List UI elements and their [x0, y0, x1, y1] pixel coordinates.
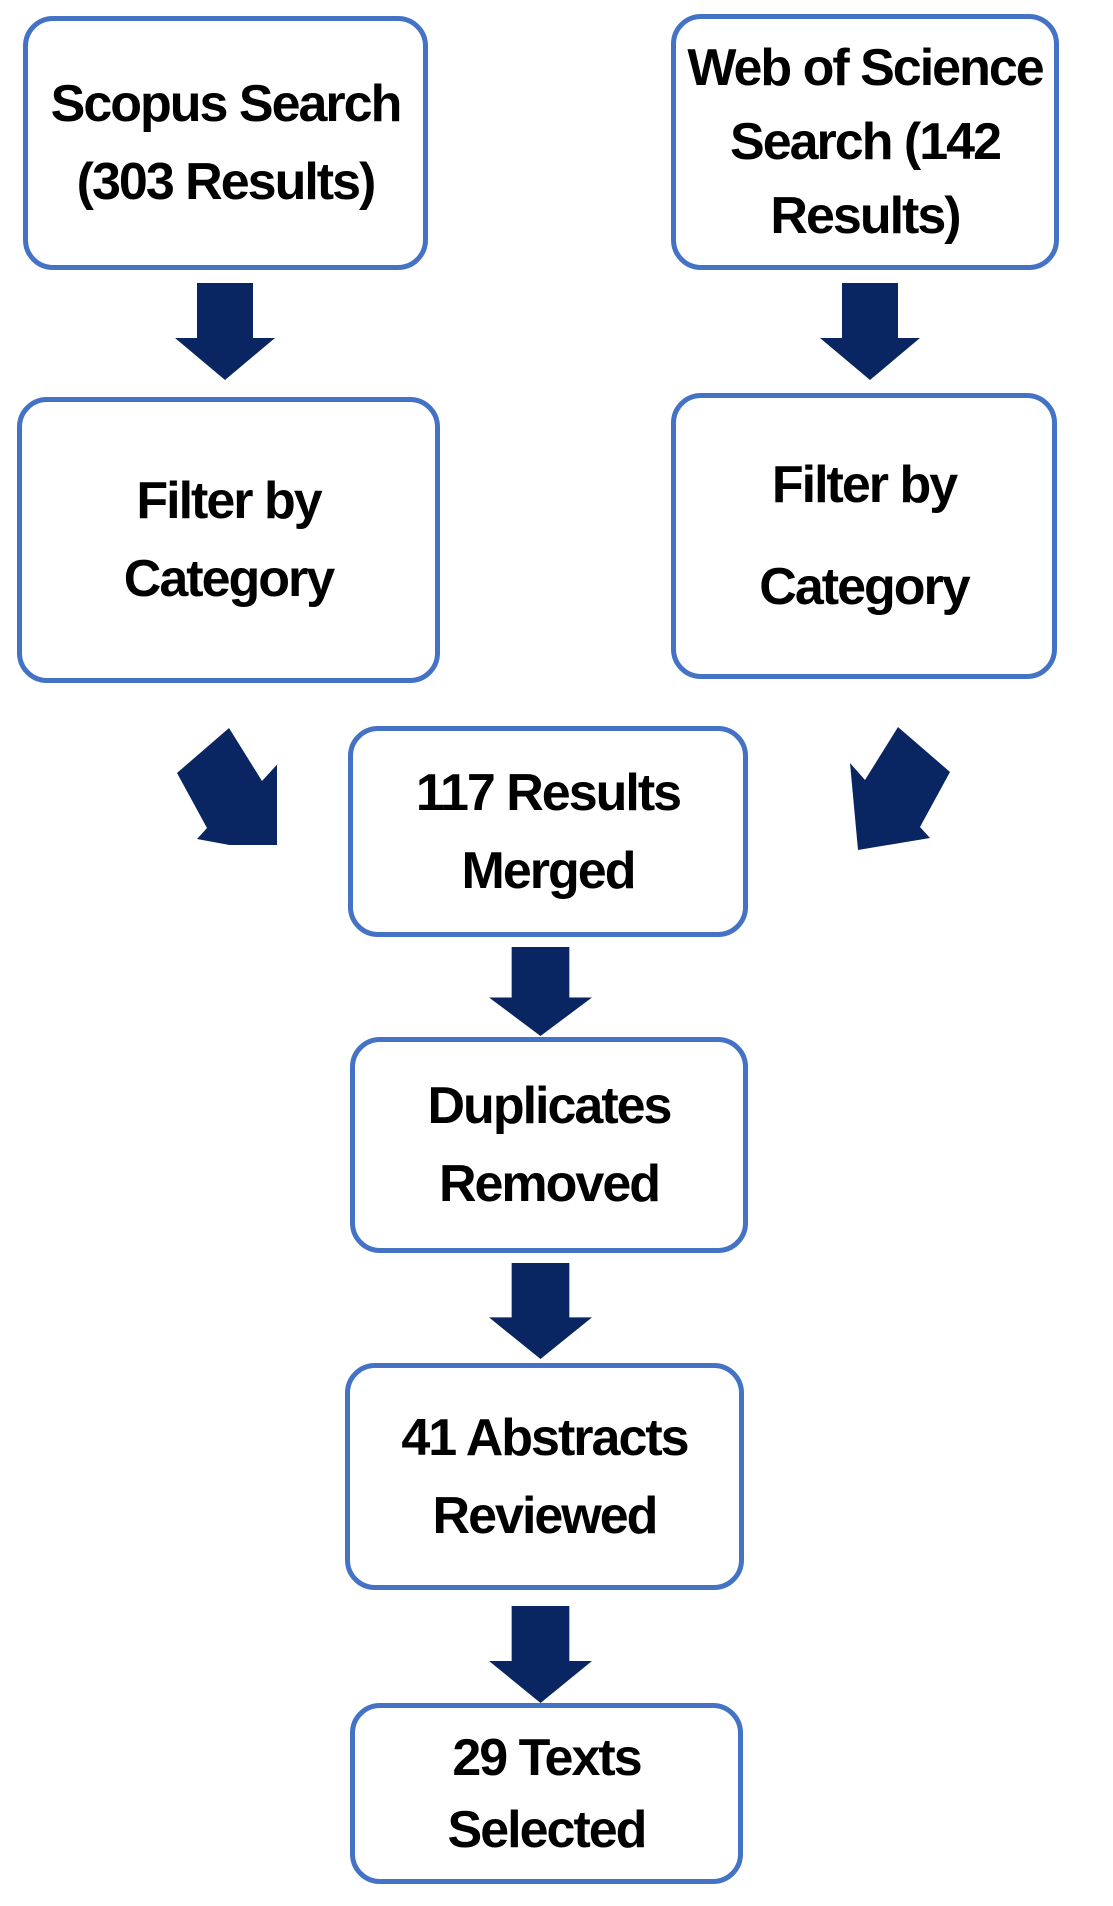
down-arrow-icon: [175, 283, 275, 380]
down-right-arrow-icon: [177, 728, 277, 845]
box-line: Duplicates: [427, 1077, 673, 1135]
down-arrow-icon: [489, 1263, 592, 1359]
down-right-arrow-icon: [177, 728, 277, 845]
box-filter-by-category-right: Filter by Category: [671, 393, 1057, 679]
box-line: Reviewed: [432, 1486, 659, 1545]
box-line: 41 Abstracts: [401, 1408, 689, 1467]
box-line: Merged: [461, 841, 637, 900]
down-arrow-icon: [489, 1606, 592, 1703]
box-texts-selected: 29 Texts Selected: [350, 1703, 743, 1884]
box-line: Selected: [447, 1800, 648, 1859]
box-line: Web of Science: [687, 39, 1044, 97]
down-arrow-icon: [489, 947, 592, 1036]
box-line: Filter by: [771, 456, 958, 514]
down-arrow-icon: [489, 1606, 592, 1703]
down-arrow-icon: [175, 283, 275, 380]
down-left-arrow-icon: [850, 727, 950, 850]
box-line: Category: [123, 550, 335, 608]
box-filter-by-category-left: Filter by Category: [17, 397, 440, 683]
box-abstracts-reviewed: 41 Abstracts Reviewed: [345, 1363, 744, 1590]
box-line: 117 Results: [415, 763, 682, 822]
box-web-of-science-search: Web of Science Search (142 Results): [671, 14, 1059, 270]
box-line: Filter by: [136, 472, 322, 530]
box-line: Scopus Search: [50, 75, 403, 133]
box-line: Category: [759, 558, 970, 616]
box-results-merged: 117 Results Merged: [348, 726, 748, 937]
box-line: 29 Texts: [452, 1728, 642, 1787]
box-line: Search (142: [730, 113, 1002, 171]
box-line: (303 Results): [76, 153, 377, 211]
box-scopus-search: Scopus Search (303 Results): [23, 16, 428, 270]
down-arrow-icon: [489, 947, 592, 1036]
down-arrow-icon: [820, 283, 920, 380]
down-left-arrow-icon: [850, 727, 950, 850]
box-line: Removed: [438, 1155, 661, 1213]
down-arrow-icon: [489, 1263, 592, 1359]
down-arrow-icon: [820, 283, 920, 380]
box-duplicates-removed: Duplicates Removed: [350, 1037, 748, 1253]
box-line: Results): [770, 187, 961, 245]
